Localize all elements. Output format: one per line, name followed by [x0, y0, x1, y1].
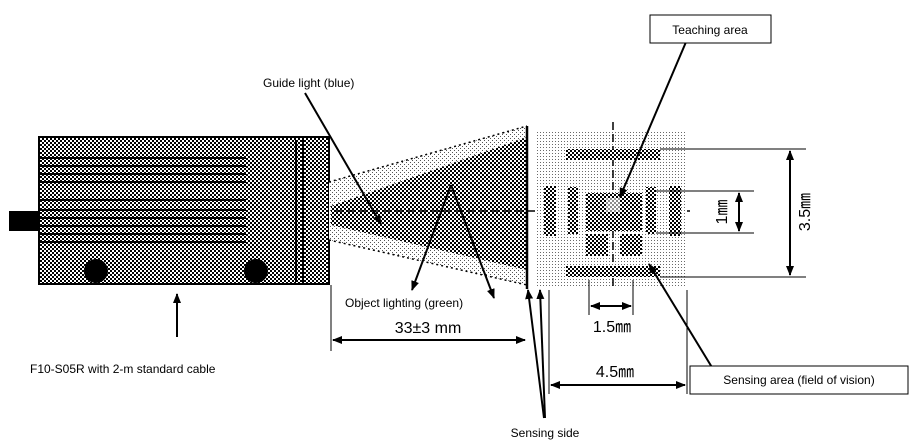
sensor-body — [9, 136, 330, 285]
teaching-area-label: Teaching area — [672, 23, 748, 37]
teaching-area-box — [649, 14, 772, 44]
sensing-side-label: Sensing side — [511, 426, 580, 440]
sensing-area — [535, 122, 687, 290]
height-3-5-dimension: 3.5㎜ — [797, 193, 814, 231]
extension-lines — [330, 148, 806, 394]
sensor-model-label: F10-S05R with 2-m standard cable — [30, 362, 216, 376]
leader-lines — [173, 41, 714, 419]
height-1-dimension: 1㎜ — [714, 200, 731, 225]
object-lighting-label: Object lighting (green) — [345, 296, 463, 310]
width-4-5-dimension: 4.5㎜ — [596, 364, 634, 381]
sensing-area-box — [689, 365, 909, 395]
sensing-area-label: Sensing area (field of vision) — [723, 373, 874, 387]
foot-right — [244, 259, 268, 283]
guide-light-label: Guide light (blue) — [263, 76, 354, 90]
width-1-5-dimension: 1.5㎜ — [593, 319, 631, 336]
distance-dimension: 33±3 mm — [395, 320, 462, 337]
dimension-arrows — [332, 150, 794, 389]
foot-left — [84, 259, 108, 283]
cable-stub — [9, 211, 39, 231]
